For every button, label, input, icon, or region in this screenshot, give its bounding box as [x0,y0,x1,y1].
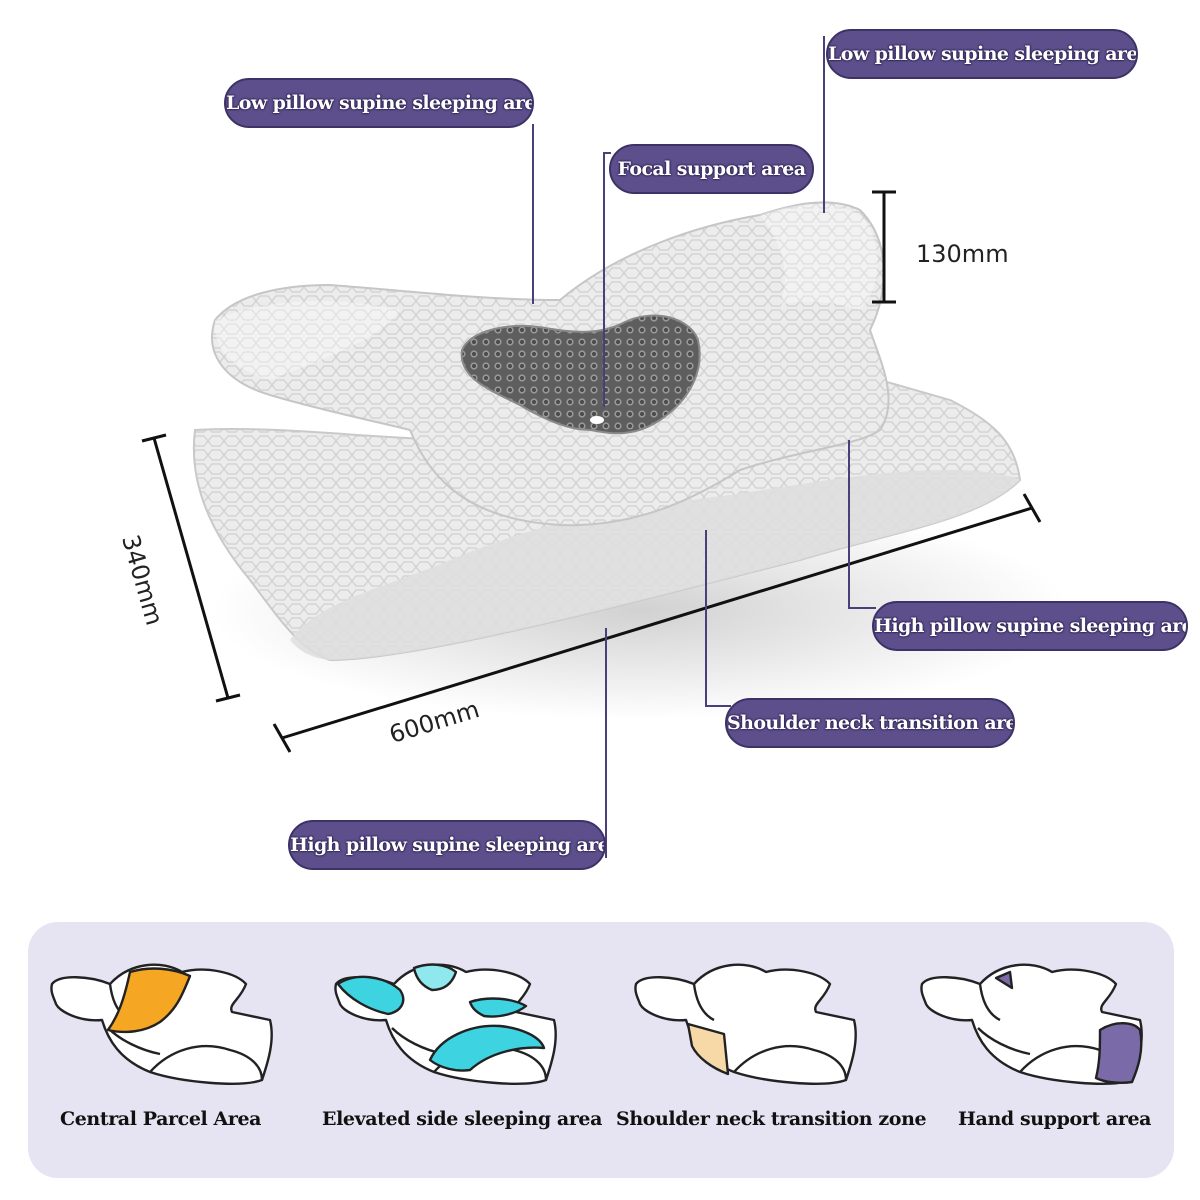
leader-line-shoulder [705,530,707,706]
pillow-illustration [141,190,1070,753]
callout-shoulder-neck: Shoulder neck transition area [725,698,1015,748]
elevated-side-highlight-left [336,975,405,1016]
central-parcel-highlight [106,967,192,1034]
callout-high-pillow-left: High pillow supine sleeping area [288,820,606,870]
callout-high-pillow-right: High pillow supine sleeping area [872,601,1188,651]
leader-line-high-left [605,628,607,858]
leader-line-high-right-h [848,607,876,609]
central-parcel-icon [50,963,273,1085]
leader-line-low-left [532,124,534,304]
feature-label-central-parcel: Central Parcel Area [60,1108,262,1130]
callout-low-pillow-left: Low pillow supine sleeping area [224,78,534,128]
dimension-width [141,433,241,703]
shoulder-neck-icon [634,963,857,1085]
hand-support-highlight [1094,1022,1143,1084]
hand-support-icon [920,963,1143,1085]
dimension-length [272,493,1042,753]
elevated-side-highlight-right [428,1024,546,1072]
leader-line-focal [603,152,605,407]
elevated-side-highlight-top [412,963,458,992]
feature-label-shoulder-neck: Shoulder neck transition zone [616,1108,927,1130]
dimension-height-label: 130mm [916,240,1009,268]
feature-label-elevated-side: Elevated side sleeping area [322,1108,603,1130]
pillow-front-side [290,470,1020,660]
dimension-height [872,190,896,304]
leader-line-low-right [823,36,825,213]
pillow-mesh-center [460,314,701,435]
callout-low-pillow-right: Low pillow supine sleeping area [826,29,1138,79]
leader-line-shoulder-h [705,705,731,707]
leader-line-focal-top [603,152,611,154]
elevated-side-icon [334,963,557,1085]
shoulder-neck-highlight [686,1022,730,1076]
callout-focal-support: Focal support area [609,144,814,194]
leader-line-high-right [848,440,850,608]
feature-label-hand-support: Hand support area [958,1108,1152,1130]
